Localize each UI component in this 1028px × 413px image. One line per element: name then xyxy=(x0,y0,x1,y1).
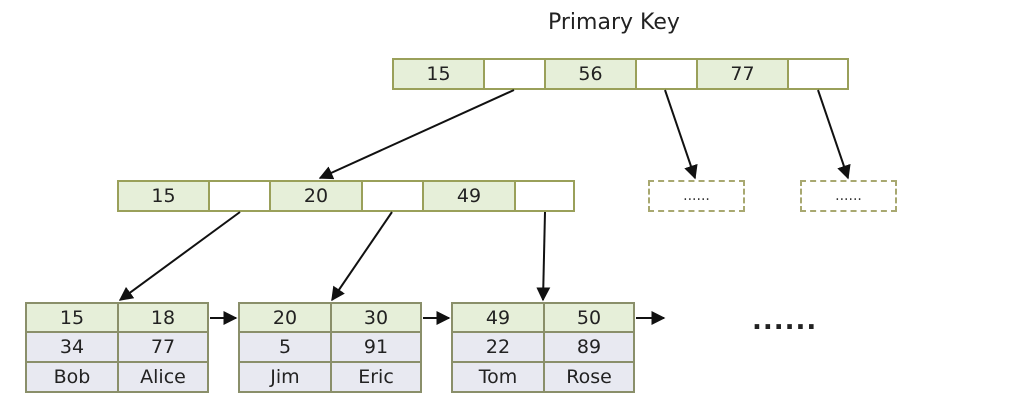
root-key: 15 xyxy=(392,58,485,90)
leaf-name: Alice xyxy=(117,361,209,393)
root-to-elided-arrow xyxy=(817,89,851,180)
leaf-value: 77 xyxy=(117,331,209,363)
internal-pointer xyxy=(514,180,575,212)
leaf-key: 50 xyxy=(543,302,635,333)
leaf-name: Eric xyxy=(330,361,422,393)
elided-node: ...... xyxy=(800,180,897,212)
leaf-key: 18 xyxy=(117,302,209,333)
root-key: 77 xyxy=(696,58,789,90)
leaf-name: Rose xyxy=(543,361,635,393)
internal-pointer xyxy=(208,180,271,212)
leaf-name: Tom xyxy=(451,361,545,393)
root-to-elided-arrow xyxy=(664,89,698,180)
elided-node: ...... xyxy=(648,180,745,212)
leaf-key: 20 xyxy=(238,302,332,333)
more-leaves-ellipsis: ...... xyxy=(752,306,818,336)
leaf-value: 5 xyxy=(238,331,332,363)
internal-to-leaf-arrow xyxy=(331,211,393,302)
root-key: 56 xyxy=(544,58,637,90)
internal-to-leaf-arrow xyxy=(118,211,241,301)
internal-key: 20 xyxy=(269,180,363,212)
leaf-name: Jim xyxy=(238,361,332,393)
internal-to-leaf-arrow xyxy=(536,211,551,302)
root-to-internal-arrow xyxy=(318,89,515,180)
root-pointer xyxy=(787,58,849,90)
leaf-key: 30 xyxy=(330,302,422,333)
internal-key: 49 xyxy=(422,180,516,212)
diagram-title: Primary Key xyxy=(548,10,680,35)
internal-key: 15 xyxy=(117,180,210,212)
